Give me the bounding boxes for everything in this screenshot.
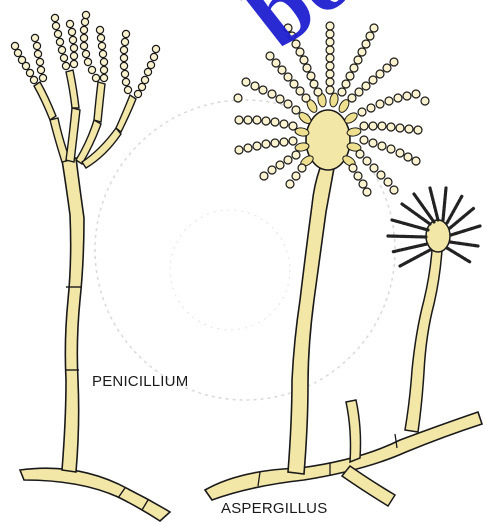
penicillium-illustration [11,11,170,521]
penicillium-label: PENICILLIUM [92,373,188,390]
aspergillus-small-conidiophore [405,250,442,432]
aspergillus-base-hypha [205,412,482,500]
penicillium-conidiophore [62,158,84,472]
penicillium-conidia-chains [11,11,159,97]
penicillium-base-hypha [20,468,170,521]
aspergillus-label: ASPERGILLUS [221,500,327,517]
aspergillus-illustration [205,22,482,506]
aspergillus-large-conidiophore [288,168,334,474]
